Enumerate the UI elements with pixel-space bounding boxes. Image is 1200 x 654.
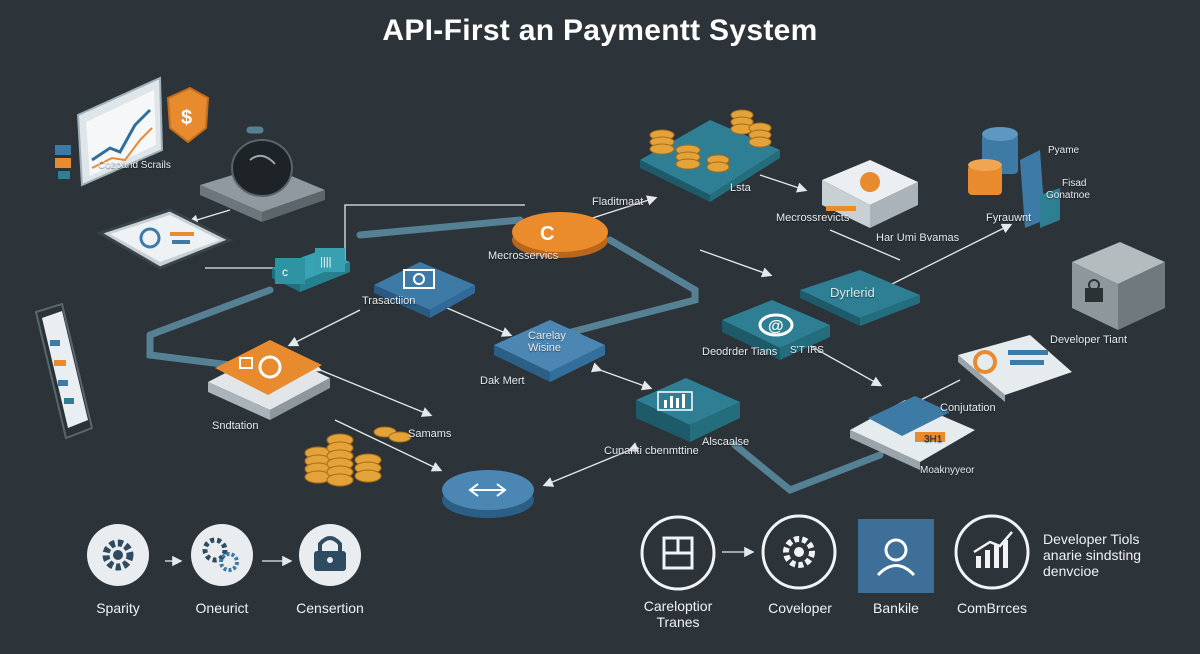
bottom-right-icons [640,514,1030,593]
developer-tools-note: Developer Tiols anarie sindsting denvcio… [1043,531,1141,579]
label-dev-tiant: Developer Tiant [1050,334,1128,346]
label-gateway-sub: Dak Mert [480,375,525,387]
database-stack [968,127,1060,228]
label-top-coins-left: Fladitmaat [592,196,644,208]
config-card [958,335,1072,402]
transaction-node [374,262,475,318]
secure-vault-box [1072,242,1165,330]
dev-tools-line1: Developer Tiols [1043,531,1140,547]
legend-careloptior: Careloptior [643,598,713,614]
diagram-title: API-First an Paymentt System [382,14,818,47]
gateway-node [494,320,605,382]
label-backend-tile: Dyrlerid [830,285,875,300]
legend-combrrces: ComBrrces [956,600,1027,616]
legend-bankile: Bankile [873,600,919,616]
label-dashboard: Cozpand Scrails [98,160,171,171]
analytics-monitor [55,76,164,187]
legend-censertion: Censertion [296,600,364,616]
email-node: @ [722,300,830,360]
dev-tools-line3: denvcioe [1043,563,1100,579]
backend-node [800,270,920,326]
thin-arrows [165,174,1013,567]
label-gateway-line1: Carelay [528,330,566,342]
central-node [636,378,740,442]
api-cube: c |||| [272,248,350,292]
label-gateway-line2: Wisine [528,342,562,354]
camera-device [200,139,325,222]
label-server-top: Mecrossrevicts [776,212,850,224]
svg-text:$: $ [181,107,192,129]
label-config-card: Conjutation [940,402,996,414]
bottom-left-icons [87,524,361,586]
svg-text:@: @ [768,318,784,335]
dev-tools-line2: anarie sindsting [1043,547,1142,563]
label-transaction: Trasactiion [362,295,416,307]
mobile-phone [34,302,94,440]
label-coins-small: Samams [408,428,452,440]
label-db-side2b: Gonatnoe [1046,190,1090,201]
label-central-tile: Cunanti cbenmttine [604,445,699,457]
label-mainkey-tag: 3H1 [924,434,943,445]
svg-text:c: c [282,265,288,279]
sdk-box [208,340,330,420]
label-db-stack: Fyrauwnt [986,212,1032,224]
microservices-node: C [512,212,608,258]
label-mainkey: Moaknyyeor [920,465,975,476]
svg-text:||||: |||| [320,256,331,268]
keyboard-device [850,396,975,470]
label-microservices-center: Mecrosservics [488,250,559,262]
legend-oneurict: Oneurict [195,600,249,616]
label-db-side1: Pyame [1048,145,1080,156]
legend-tranes: Tranes [656,614,700,630]
label-top-coins-right: Lsta [730,182,751,194]
label-sdk-box: Sndtation [212,420,259,432]
label-central-tile-right: Alscaalse [702,436,750,448]
tablet-device [96,208,234,270]
coin-stacks [304,109,772,487]
svg-text:C: C [540,223,554,245]
legend-coveloper: Coveloper [768,600,832,616]
shield-dollar-icon: $ [166,86,210,144]
label-db-side2a: Fisad [1062,178,1087,189]
label-dev-card-tag: S'T IRS [790,345,824,356]
label-server-right: Har Umi Bvamas [876,232,960,244]
legend-sparity: Sparity [96,600,140,616]
server-box [822,160,918,228]
thick-connectors [146,126,884,495]
label-dev-card-left: Deodrder Tians [702,346,778,358]
link-node [442,470,534,518]
